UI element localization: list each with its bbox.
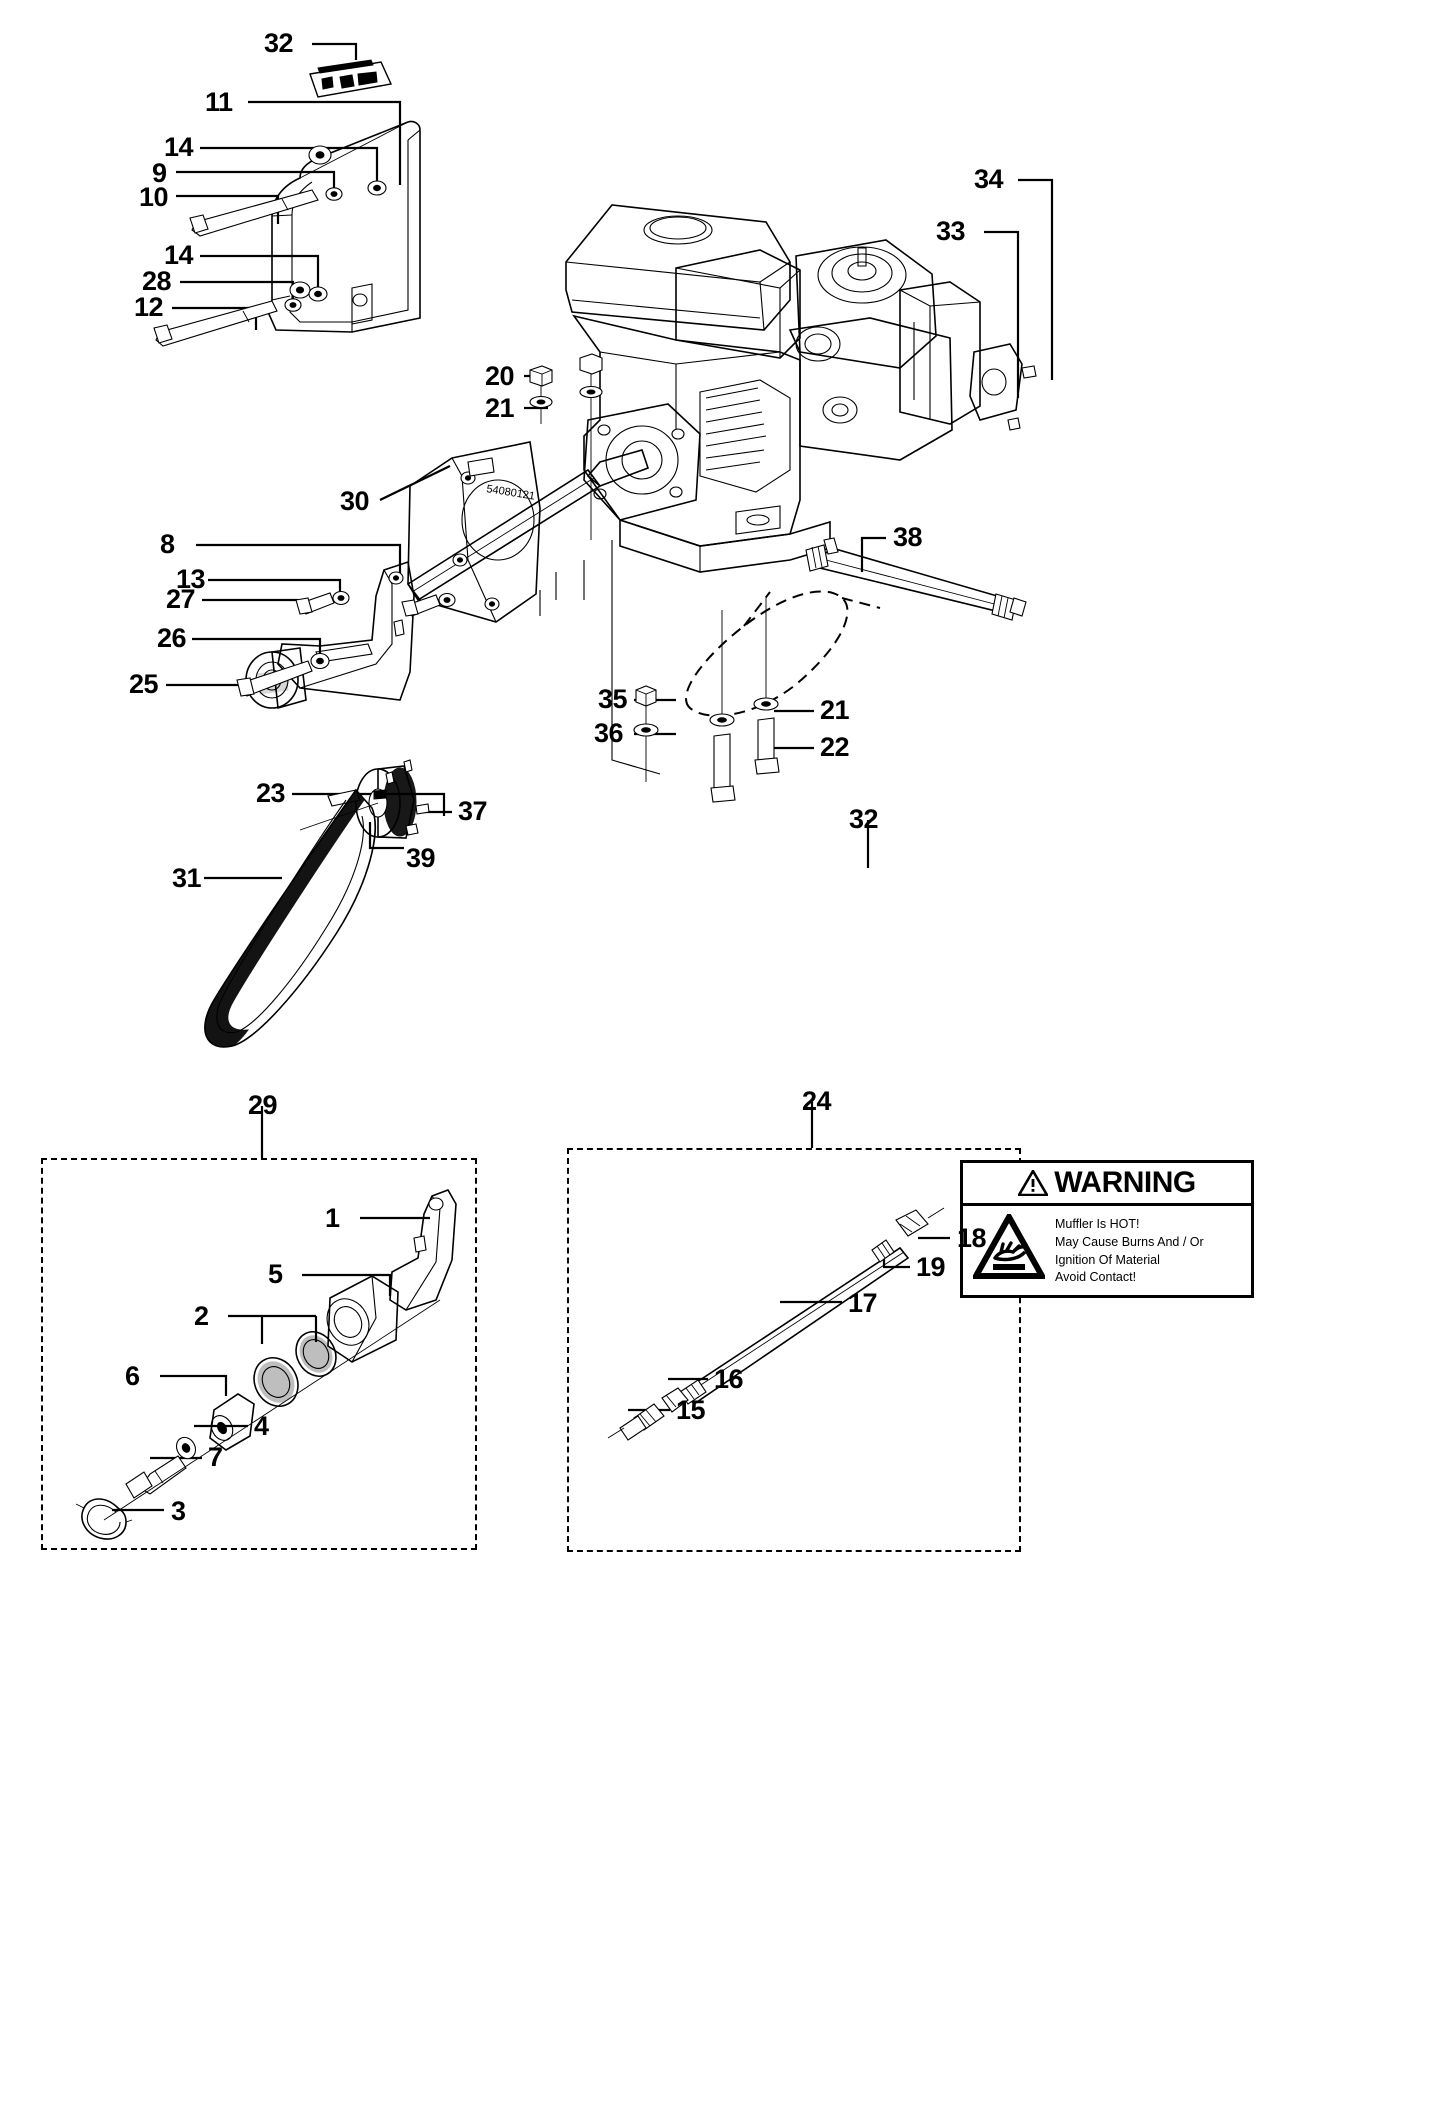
callout-mounting-plate: 30 [340, 486, 370, 516]
warning-header: WARNING [963, 1163, 1251, 1206]
base-fasteners [539, 540, 780, 803]
callout-throttle-cable: 17 [848, 1288, 878, 1318]
callout-hex-bolt-idler: 27 [166, 584, 196, 614]
callout-bushing-sleeve: 6 [125, 1361, 140, 1391]
callout-cable-jam-nut: 16 [714, 1364, 744, 1394]
warning-header-text: WARNING [1054, 1166, 1196, 1199]
callout-set-screw: 37 [458, 796, 488, 826]
callout-decal-label-top: 32 [264, 28, 294, 58]
callout-shoulder-bolt: 7 [208, 1442, 223, 1472]
callout-flat-washer-small: 4 [254, 1411, 269, 1441]
callout-fuel-hose-assembly: 38 [893, 522, 923, 552]
callout-engine-assembly: 33 [936, 216, 966, 246]
callout-retaining-ring: 3 [171, 1496, 186, 1526]
warning-triangle-icon [1018, 1170, 1049, 1196]
warning-text-lines: Muffler Is HOT! May Cause Burns And / Or… [1055, 1214, 1204, 1287]
callout-hex-nut: 20 [485, 361, 515, 391]
guard-hardware-lower [153, 286, 328, 347]
callout-hex-bolt-pivot: 25 [129, 669, 159, 699]
callout-warning-decal: 32 [849, 804, 879, 834]
callout-cable-ferrule: 19 [916, 1252, 946, 1282]
inset-box-29 [41, 1158, 477, 1550]
drive-pulley-artwork [299, 759, 430, 839]
guard-hardware-upper [189, 180, 387, 237]
callout-idler-bracket: 1 [325, 1203, 340, 1233]
top-decal-artwork [309, 59, 393, 98]
nut-washer-20-21 [529, 353, 603, 540]
hot-surface-hand-icon [973, 1214, 1045, 1279]
callout-cable-fitting: 15 [676, 1395, 706, 1425]
callout-flat-washer: 28 [142, 266, 172, 296]
callout-washer-lower: 14 [164, 240, 194, 270]
callout-lock-washer-idler: 13 [176, 564, 206, 594]
callout-hex-bolt-mount: 22 [820, 732, 850, 762]
callout-drive-belt: 31 [172, 863, 202, 893]
callout-washer-pivot: 26 [157, 623, 187, 653]
belt-guard-cover-artwork [267, 120, 421, 333]
warning-body: Muffler Is HOT! May Cause Burns And / Or… [963, 1206, 1251, 1291]
callout-throttle-cable-kit: 24 [802, 1086, 832, 1116]
callout-lock-washer: 9 [152, 158, 167, 188]
inset-box-24 [567, 1148, 1021, 1552]
callout-idler-pulley-kit: 29 [248, 1090, 278, 1120]
callout-belt-guard-cover: 11 [205, 87, 233, 117]
callout-drive-key: 23 [256, 778, 286, 808]
idler-arm-bracket-artwork [236, 560, 456, 710]
callout-washer-upper: 14 [164, 132, 194, 162]
callout-lock-washer-flange: 21 [485, 393, 515, 423]
callout-idler-arm-bracket: 8 [160, 529, 175, 559]
warning-line-1: Muffler Is HOT! [1055, 1217, 1140, 1231]
warning-line-4: Avoid Contact! [1055, 1270, 1137, 1285]
warning-decal-label: WARNING Muffler Is HOT! May Cause Burns … [960, 1160, 1254, 1298]
callout-pulley-spacer-sleeve: 5 [268, 1259, 283, 1289]
callout-hex-nut-base: 35 [598, 684, 628, 714]
dashed-guard-outline [685, 590, 881, 717]
callout-hex-bolt-long: 10 [139, 182, 169, 212]
callout-drive-pulley-sheave: 39 [406, 843, 436, 873]
callout-hex-bolt-short: 12 [134, 292, 164, 322]
callout-ball-bearings: 2 [194, 1301, 209, 1331]
mounting-plate-artwork: 54080121 [407, 441, 541, 623]
callout-lock-washer-mount: 21 [820, 695, 850, 725]
warning-line-2: May Cause Burns And / Or [1055, 1234, 1204, 1249]
plate-marking-text: 54080121 [486, 483, 536, 503]
callout-lock-washer-base: 36 [594, 718, 624, 748]
warning-line-3: Ignition Of Material [1055, 1252, 1160, 1267]
callout-cable-end-nut: 18 [957, 1223, 987, 1253]
callout-engine-end-bracket: 34 [974, 164, 1004, 194]
drive-belt-artwork [204, 788, 376, 1048]
